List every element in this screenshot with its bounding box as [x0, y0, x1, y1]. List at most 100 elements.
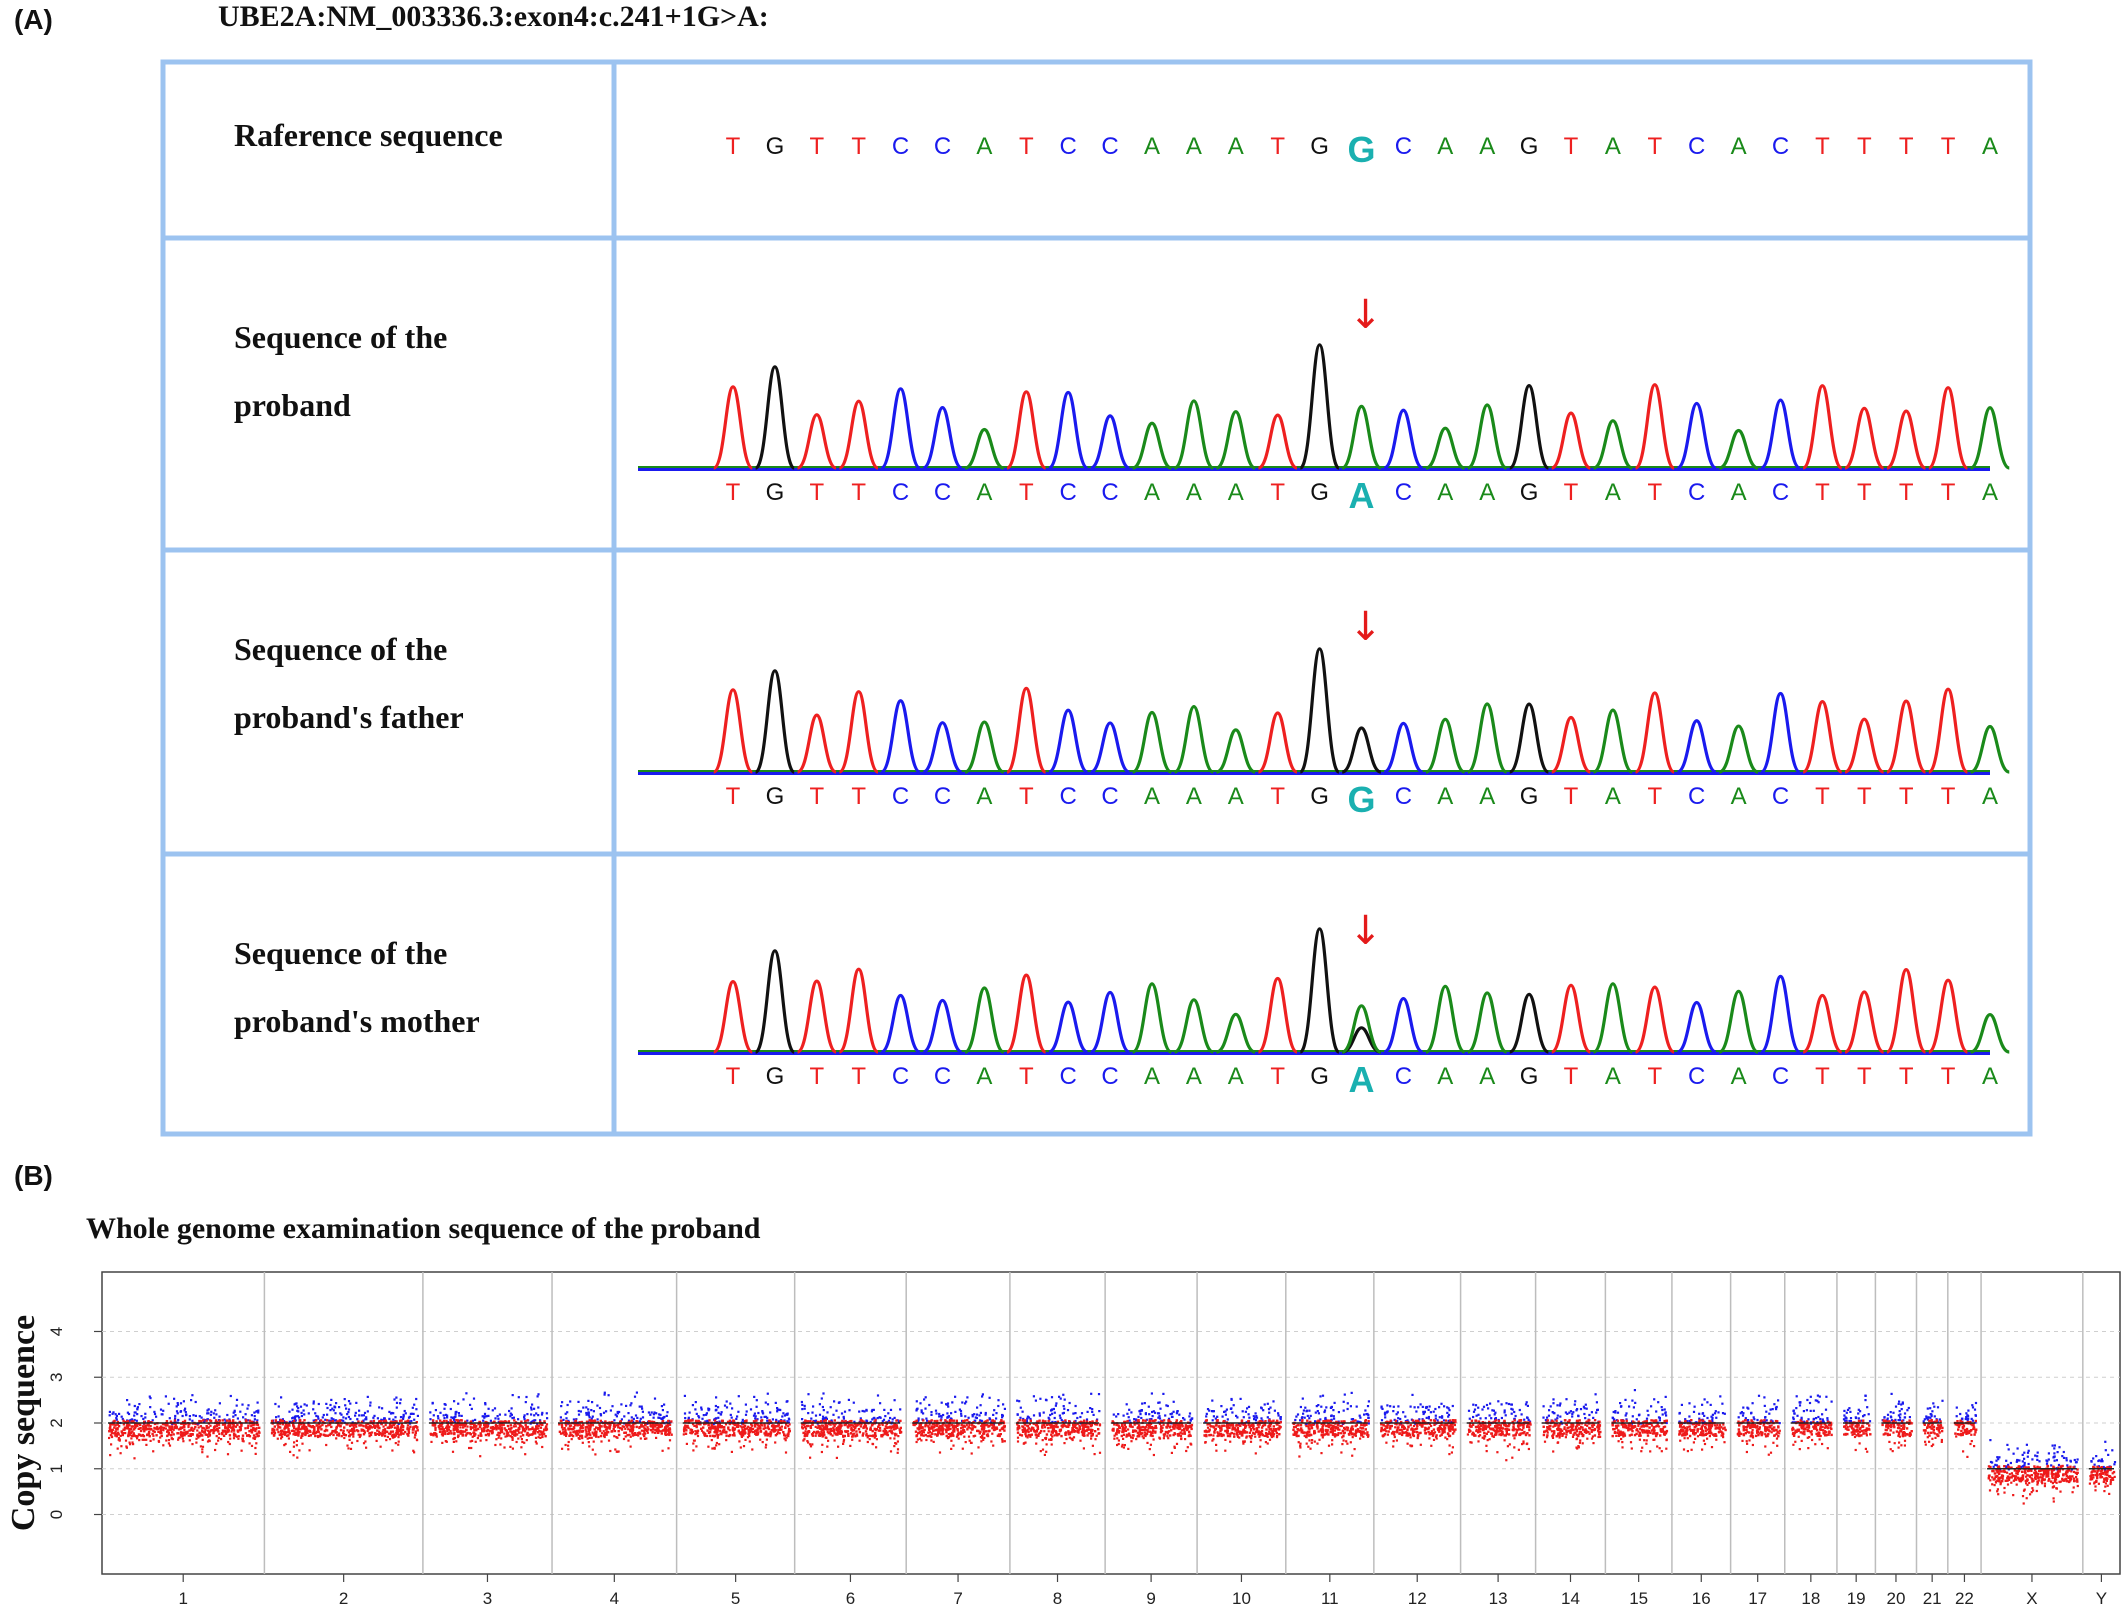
data-point [487, 1407, 490, 1410]
data-point [213, 1426, 216, 1429]
data-point [993, 1409, 996, 1412]
data-point [631, 1428, 635, 1432]
data-point [197, 1426, 200, 1429]
data-point [429, 1418, 432, 1421]
data-point [498, 1434, 501, 1437]
data-point [392, 1434, 395, 1437]
data-point [801, 1418, 804, 1421]
data-point [782, 1431, 785, 1434]
data-point [585, 1432, 588, 1436]
data-point [945, 1434, 948, 1438]
data-point [1138, 1428, 1141, 1432]
data-point [344, 1404, 347, 1407]
data-point [1245, 1435, 1248, 1438]
chromatogram-peak [1215, 1012, 1256, 1054]
data-point [811, 1411, 814, 1414]
data-point [591, 1448, 594, 1451]
data-point [613, 1430, 617, 1433]
data-point [706, 1419, 709, 1422]
data-point [385, 1430, 389, 1433]
data-point [1267, 1425, 1270, 1428]
data-point [1122, 1437, 1125, 1440]
data-point [339, 1419, 342, 1423]
data-point [631, 1432, 634, 1435]
base-letter: T [1564, 783, 1579, 810]
data-point [1024, 1430, 1027, 1433]
chromatogram-peak [880, 993, 921, 1054]
base-letter: G [766, 133, 785, 160]
data-point [786, 1420, 789, 1423]
data-point [618, 1410, 621, 1414]
base-letter: T [1941, 783, 1956, 810]
data-point [725, 1400, 728, 1403]
data-point [1041, 1419, 1045, 1422]
data-point [1068, 1401, 1071, 1405]
base-letter: T [809, 479, 824, 506]
chromatogram-peak [1173, 399, 1215, 470]
data-point [1260, 1417, 1263, 1420]
data-point [1087, 1432, 1090, 1435]
data-point [928, 1403, 931, 1407]
data-point [349, 1447, 353, 1450]
data-point [159, 1408, 163, 1411]
data-point [1038, 1419, 1041, 1422]
data-point [1085, 1418, 1089, 1421]
data-point [332, 1409, 335, 1412]
data-point [334, 1431, 337, 1434]
data-point [1263, 1403, 1266, 1406]
data-point [1217, 1432, 1220, 1435]
data-point [175, 1410, 179, 1413]
data-point [292, 1454, 295, 1457]
data-point [748, 1440, 751, 1443]
data-point [889, 1437, 892, 1440]
data-point [619, 1426, 622, 1430]
base-letter: C [1772, 479, 1789, 506]
data-point [224, 1427, 227, 1430]
data-point [483, 1423, 486, 1426]
data-point [114, 1434, 117, 1437]
data-point [373, 1426, 377, 1429]
data-point [1148, 1448, 1151, 1451]
data-point [629, 1435, 632, 1438]
data-point [588, 1445, 591, 1448]
data-point [445, 1440, 448, 1443]
data-point [711, 1434, 715, 1438]
data-point [276, 1423, 279, 1426]
data-point [1272, 1435, 1275, 1438]
data-point [1030, 1433, 1033, 1436]
data-point [499, 1428, 503, 1431]
data-point [215, 1413, 218, 1416]
data-point [755, 1405, 758, 1408]
data-point [925, 1438, 928, 1442]
data-point [225, 1419, 229, 1422]
data-point [774, 1424, 777, 1428]
data-point [1212, 1426, 1216, 1429]
chromatogram-peak [1844, 990, 1885, 1054]
data-point [1019, 1416, 1022, 1419]
data-point [1146, 1423, 1149, 1427]
data-point [982, 1432, 986, 1435]
data-point [395, 1396, 398, 1399]
data-point [753, 1412, 756, 1415]
base-letter: C [892, 783, 909, 810]
data-point [296, 1405, 299, 1408]
data-point [579, 1410, 582, 1413]
data-point [1021, 1410, 1024, 1413]
data-point [721, 1431, 724, 1434]
data-point [545, 1412, 548, 1415]
data-point [1039, 1450, 1042, 1453]
data-point [940, 1432, 944, 1436]
data-point [504, 1428, 507, 1432]
data-point [1175, 1412, 1178, 1415]
data-point [592, 1410, 595, 1413]
data-point [1240, 1434, 1244, 1437]
base-letter: T [809, 783, 824, 810]
chromatogram-peak [1802, 699, 1843, 774]
data-point [560, 1423, 564, 1427]
chromatogram-peak-secondary [1341, 1004, 1382, 1054]
data-point [441, 1441, 444, 1444]
data-point [288, 1432, 291, 1435]
data-point [1157, 1412, 1160, 1415]
data-point [498, 1413, 501, 1416]
data-point [200, 1416, 203, 1419]
